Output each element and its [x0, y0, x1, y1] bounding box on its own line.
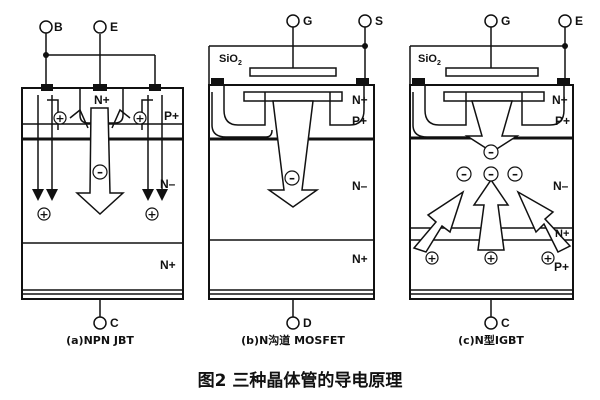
region-p-plus: P+ — [352, 114, 367, 128]
hole-injection-arrow-right — [516, 190, 572, 254]
hole-symbol: + — [39, 208, 48, 221]
gate-terminal — [286, 14, 300, 28]
emitter-terminal — [93, 20, 107, 34]
region-p-plus: P+ — [164, 109, 179, 123]
drain-terminal — [286, 316, 300, 330]
emitter-label: E — [575, 14, 583, 28]
gate-label: G — [303, 14, 312, 28]
electron-symbol: – — [488, 167, 494, 181]
region-n-minus: N– — [160, 177, 176, 191]
collector-terminal — [484, 316, 498, 330]
region-n-plus-buffer: N+ — [555, 228, 569, 240]
emitter-terminal — [558, 14, 572, 28]
hole-symbol: + — [147, 208, 156, 221]
region-n-minus: N– — [553, 179, 569, 193]
panel-caption-mosfet: (b)N沟道 MOSFET — [241, 333, 345, 347]
electron-symbol: – — [97, 165, 103, 179]
electron-flow-arrow — [464, 100, 520, 153]
hole-injection-arrow-left — [412, 190, 465, 253]
region-n-plus-top: N+ — [94, 93, 110, 107]
hole-injection-arrow-center — [472, 178, 510, 251]
panel-jbt: + + – + + B E C N+ P+ N– N+ (a)NPN JBT — [21, 20, 184, 347]
hole-symbol: + — [543, 252, 552, 265]
region-n-minus: N– — [352, 179, 368, 193]
source-label: S — [375, 14, 383, 28]
drain-label: D — [303, 316, 312, 330]
hole-symbol: + — [486, 252, 495, 265]
electron-symbol: – — [512, 167, 518, 181]
collector-label: C — [110, 316, 119, 330]
region-p-plus-bottom: P+ — [554, 260, 569, 274]
collector-terminal — [93, 316, 107, 330]
oxide-label: SiO2 — [418, 53, 441, 67]
electron-flow-arrow — [266, 100, 320, 208]
source-terminal — [358, 14, 372, 28]
oxide-label: SiO2 — [219, 53, 242, 67]
electron-flow-arrow — [75, 107, 125, 216]
panel-caption-jbt: (a)NPN JBT — [66, 334, 134, 347]
hole-symbol: + — [427, 252, 436, 265]
hole-symbol: + — [55, 112, 64, 125]
region-p-plus-top: P+ — [555, 114, 570, 128]
region-n-plus-top: N+ — [352, 93, 368, 107]
panel-igbt: – – – – + + + SiO2 G E C N+ P+ N– N+ P+ … — [409, 14, 583, 347]
base-label: B — [54, 20, 63, 34]
collector-label: C — [501, 316, 510, 330]
region-n-plus-bottom: N+ — [352, 252, 368, 266]
electron-symbol: – — [488, 145, 494, 159]
gate-label: G — [501, 14, 510, 28]
region-n-plus-bottom: N+ — [160, 258, 176, 272]
panel-mosfet: – SiO2 G S D N+ P+ N– N+ (b)N沟道 MOSFET — [208, 14, 383, 347]
electron-symbol: – — [461, 167, 467, 181]
base-terminal — [39, 20, 53, 34]
figure-caption: 图2 三种晶体管的导电原理 — [198, 370, 403, 391]
gate-terminal — [484, 14, 498, 28]
hole-symbol: + — [135, 112, 144, 125]
panel-caption-igbt: (c)N型IGBT — [458, 333, 524, 347]
electron-symbol: – — [289, 171, 295, 185]
emitter-label: E — [110, 20, 118, 34]
region-n-plus-top: N+ — [552, 93, 568, 107]
